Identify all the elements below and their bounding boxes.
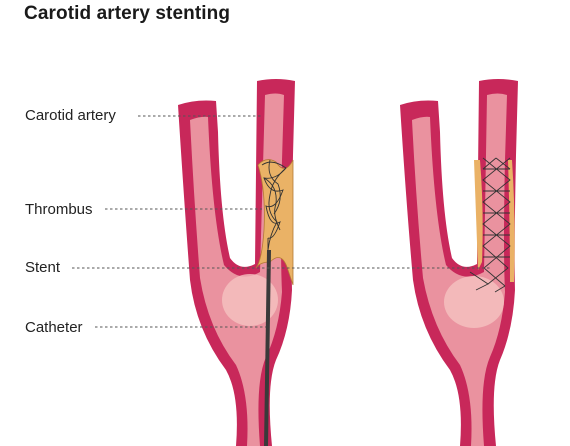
stent-mesh-after	[469, 157, 511, 293]
catheter	[264, 249, 271, 446]
label-carotid-artery-text: Carotid artery	[25, 107, 116, 124]
artery-after	[400, 79, 518, 446]
label-thrombus: Thrombus	[25, 201, 262, 218]
thrombus-before	[255, 159, 294, 286]
artery-lumen-after	[412, 93, 507, 446]
artery-lumen-before	[190, 93, 284, 446]
label-catheter: Catheter	[25, 319, 266, 336]
label-stent: Stent	[25, 259, 492, 276]
label-catheter-text: Catheter	[25, 319, 83, 336]
label-carotid-artery: Carotid artery	[25, 107, 262, 124]
artery-before	[178, 79, 295, 446]
thrombus-after-right	[508, 160, 515, 282]
page-title: Carotid artery stenting	[24, 3, 231, 24]
stent-mesh-before	[261, 159, 287, 252]
thrombus-after	[474, 160, 483, 270]
label-stent-text: Stent	[25, 259, 61, 276]
label-thrombus-text: Thrombus	[25, 201, 93, 218]
